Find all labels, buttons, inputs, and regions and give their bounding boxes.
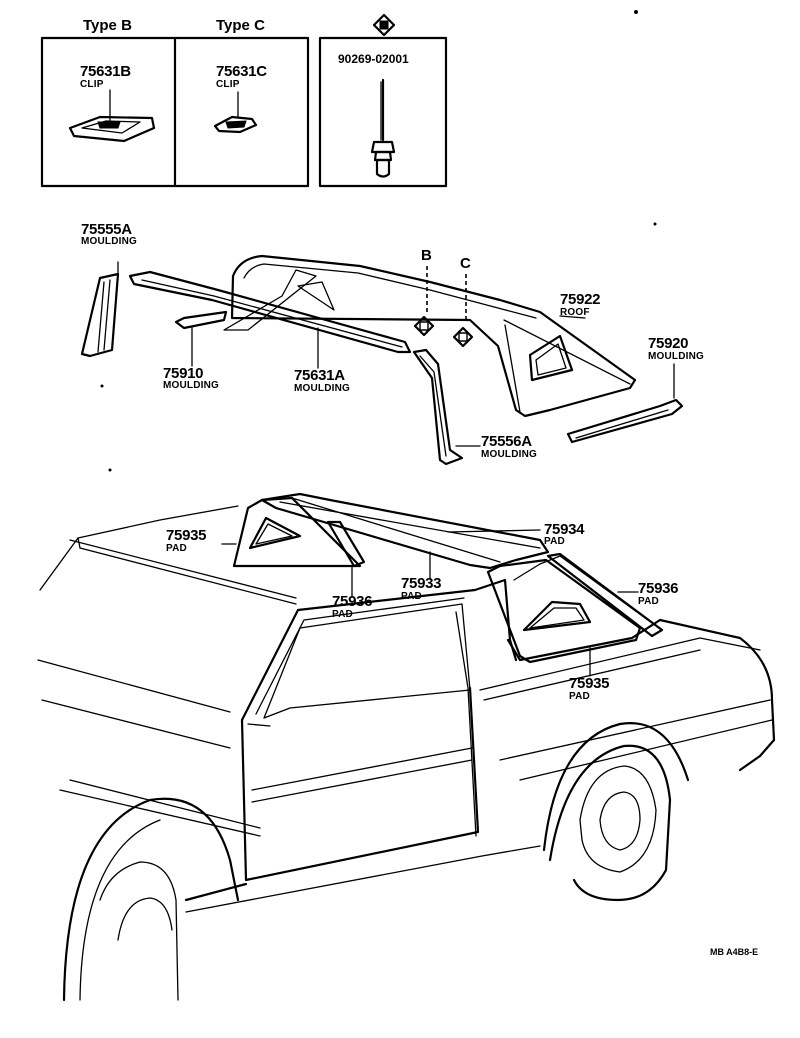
part-number-75933: 75933 [401, 575, 442, 592]
part-name-75933: PAD [401, 591, 422, 602]
part-name-75936-right: PAD [638, 596, 659, 607]
diamond-symbol-c [452, 326, 474, 348]
pad-75935-right-drawing [486, 558, 642, 677]
moulding-75631a-drawing [128, 270, 412, 369]
clip-c-drawing [213, 91, 258, 134]
moulding-75555a-drawing [80, 261, 120, 358]
part-number-75555a: 75555A [81, 221, 132, 238]
inset-type-b-c-frame [40, 36, 310, 188]
pad-75934-drawing [260, 492, 550, 579]
part-number-75556a: 75556A [481, 433, 532, 450]
screw-drawing [370, 78, 396, 178]
inset-screw-frame [318, 36, 448, 188]
moulding-75556a-drawing [412, 348, 481, 466]
part-number-75631b: 75631B [80, 63, 131, 80]
marker-b-label: B [421, 247, 432, 264]
speck-3 [100, 384, 104, 388]
part-number-90269-02001: 90269-02001 [338, 52, 409, 66]
part-number-75935-right: 75935 [569, 675, 610, 692]
part-name-75631c: CLIP [216, 79, 240, 90]
speck-1 [634, 10, 638, 14]
part-number-75936-right: 75936 [638, 580, 679, 597]
part-number-75936-left: 75936 [332, 593, 373, 610]
type-c-header: Type C [216, 17, 265, 34]
part-name-75631b: CLIP [80, 79, 104, 90]
part-name-75934: PAD [544, 536, 565, 547]
part-number-75935-left: 75935 [166, 527, 207, 544]
roof-75922-drawing [223, 254, 637, 418]
part-name-75922: ROOF [560, 307, 590, 318]
diamond-symbol-top [372, 13, 396, 37]
pad-75936-left-drawing [326, 520, 366, 597]
moulding-75920-drawing [566, 363, 684, 444]
part-number-75920: 75920 [648, 335, 689, 352]
car-body-drawing [37, 505, 776, 1002]
part-name-75910: MOULDING [163, 380, 220, 391]
moulding-75910-drawing [174, 310, 228, 367]
part-name-75555a: MOULDING [81, 236, 138, 247]
part-number-75631a: 75631A [294, 367, 345, 384]
part-name-75936-left: PAD [332, 609, 353, 620]
speck-4 [108, 468, 112, 472]
diagram-code: MB A4B8-E [710, 947, 759, 957]
part-name-75920: MOULDING [648, 351, 705, 362]
part-number-75631c: 75631C [216, 63, 267, 80]
part-number-75910: 75910 [163, 365, 204, 382]
part-name-75556a: MOULDING [481, 449, 538, 460]
marker-c-label: C [460, 255, 471, 272]
diamond-symbol-b [413, 315, 435, 337]
speck-2 [653, 222, 657, 226]
pad-75935-left-drawing [221, 496, 362, 568]
part-number-75922: 75922 [560, 291, 601, 308]
part-number-75934: 75934 [544, 521, 585, 538]
type-b-header: Type B [83, 17, 132, 34]
part-name-75631a: MOULDING [294, 383, 351, 394]
pad-75936-right-drawing [546, 552, 664, 638]
clip-b-drawing [68, 89, 156, 143]
part-name-75935-right: PAD [569, 691, 590, 702]
part-name-75935-left: PAD [166, 543, 187, 554]
